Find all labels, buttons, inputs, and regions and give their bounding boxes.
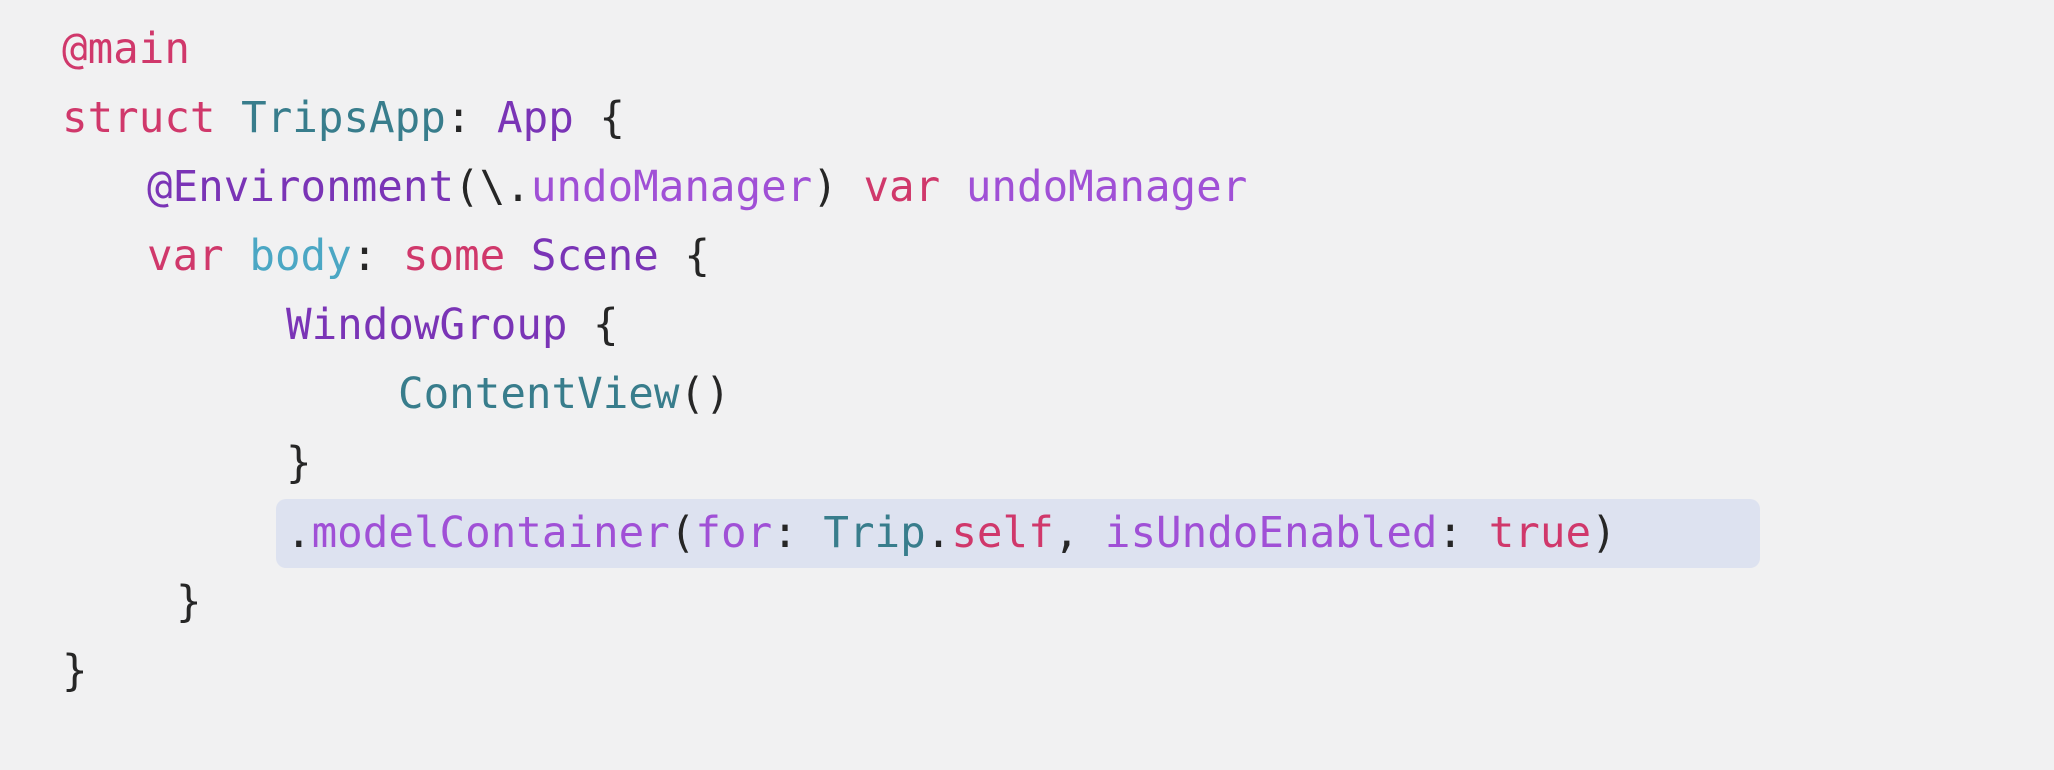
code-token-property: modelContainer [311,509,670,558]
code-line: @main [62,15,190,84]
code-token-plain [224,232,250,281]
code-token-plain: } [286,439,312,488]
code-token-keyword: var [863,163,941,212]
code-token-plain: : [351,232,403,281]
code-line: } [176,568,202,637]
code-token-plain: { [573,94,625,143]
code-token-keyword: some [402,232,506,281]
code-line: ContentView() [398,360,731,429]
code-token-plain: } [176,578,202,627]
code-token-keyword: struct [62,94,216,143]
code-token-keyword: var [147,232,224,281]
code-line: WindowGroup { [286,291,619,360]
code-token-property: undoManager [965,163,1248,212]
code-token-property: for [695,509,773,558]
code-token-plain: ( [669,509,696,558]
code-token-plain: { [567,301,619,350]
code-token-keyword: @main [62,25,190,74]
code-line: var body: some Scene { [147,222,710,291]
code-token-plain [216,94,242,143]
code-token-plain: : [445,94,498,143]
code-token-type: TripsApp [241,94,446,143]
code-token-plain: ) [812,163,864,212]
code-token-type: ContentView [398,370,680,419]
code-token-system-type: Scene [530,232,659,281]
line-highlight [276,499,1760,568]
code-token-type: Trip [823,509,926,558]
code-token-plain: } [62,647,88,696]
code-token-keyword: self [951,509,1054,558]
code-token-declaration: body [249,232,352,281]
code-token-plain: , [1053,509,1105,558]
code-token-property: undoManager [530,163,813,212]
code-line: } [286,429,312,498]
code-token-plain: . [925,509,952,558]
code-token-plain: (\. [454,163,531,212]
code-token-plain: : [1437,509,1489,558]
code-line-highlighted: .modelContainer(for: Trip.self, isUndoEn… [286,499,1617,568]
code-token-plain: . [286,509,312,558]
code-token-plain [505,232,531,281]
code-line: struct TripsApp: App { [62,84,625,153]
code-token-plain [940,163,966,212]
code-token-system-type: WindowGroup [286,301,568,350]
code-line: @Environment(\.undoManager) var undoMana… [147,153,1247,222]
code-token-property: isUndoEnabled [1104,509,1438,558]
code-token-plain: () [679,370,731,419]
code-token-system-type: App [497,94,574,143]
code-line: } [62,637,88,706]
code-token-plain: : [772,509,824,558]
code-token-plain: { [658,232,710,281]
code-token-system-type: @Environment [147,163,455,212]
code-token-keyword: true [1488,509,1592,558]
code-token-plain: ) [1591,509,1617,558]
